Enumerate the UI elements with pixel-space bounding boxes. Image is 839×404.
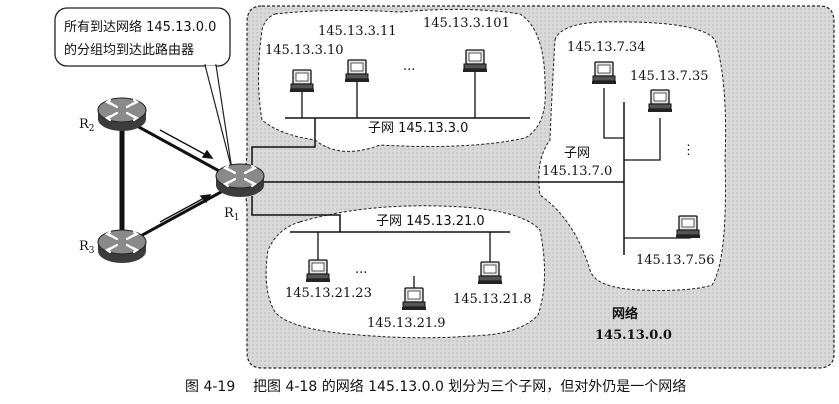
computer-icon: [675, 215, 701, 239]
host-label: 145.13.7.56: [636, 253, 715, 268]
callout-box: [54, 7, 231, 67]
host-label: 145.13.3.11: [318, 24, 397, 39]
network-label-line1: 网络: [612, 306, 638, 322]
host-label: 145.13.7.35: [630, 69, 709, 84]
callout-text-line1: 所有到达网络 145.13.0.0: [64, 19, 216, 35]
router-label-r2: R2: [79, 117, 95, 134]
link-r1-subnet-3: [251, 118, 316, 165]
computer-icon: [462, 49, 488, 73]
router-icon: [96, 96, 148, 133]
host-label: 145.13.7.34: [567, 40, 646, 55]
subnet-label: 子网 145.13.3.0: [368, 121, 468, 136]
router-label-r1: R1: [224, 206, 240, 223]
host-label: 145.13.21.23: [285, 286, 372, 301]
router-icon: [214, 162, 266, 199]
router-label-r3: R3: [79, 239, 95, 256]
computer-icon: [344, 59, 370, 83]
arrow-r3-r1: [159, 194, 212, 223]
computer-icon: [289, 69, 315, 93]
ellipsis: ...: [403, 59, 415, 74]
computer-icon: [305, 259, 331, 283]
callout-text-line2: 的分组均到达此路由器: [64, 42, 194, 58]
host-label: 145.13.21.8: [453, 292, 532, 307]
host-label: 145.13.21.9: [367, 316, 446, 331]
subnet-21-region: [265, 205, 545, 339]
link-r2-r1: [125, 118, 233, 180]
host-label: 145.13.3.101: [423, 16, 510, 31]
router-icon: [96, 228, 148, 265]
subnet-3-region: [258, 8, 546, 152]
ellipsis: ⋮: [682, 143, 695, 158]
computer-icon: [401, 287, 427, 311]
figure-caption: 图 4-19 把图 4-18 的网络 145.13.0.0 划分为三个子网，但对…: [185, 379, 686, 395]
computer-icon: [591, 61, 617, 85]
link-r1-subnet-21: [251, 196, 341, 232]
subnet-label-line2: 145.13.7.0: [542, 164, 612, 179]
subnet-label: 子网 145.13.21.0: [376, 214, 485, 229]
computer-icon: [647, 89, 673, 113]
computer-icon: [477, 261, 503, 285]
network-label-line2: 145.13.0.0: [595, 328, 672, 343]
subnet-label-line1: 子网: [564, 146, 590, 161]
link-r3-r1: [125, 184, 233, 246]
ellipsis: ...: [355, 262, 367, 277]
host-label: 145.13.3.10: [265, 43, 344, 58]
arrow-r2-r1: [159, 129, 214, 159]
